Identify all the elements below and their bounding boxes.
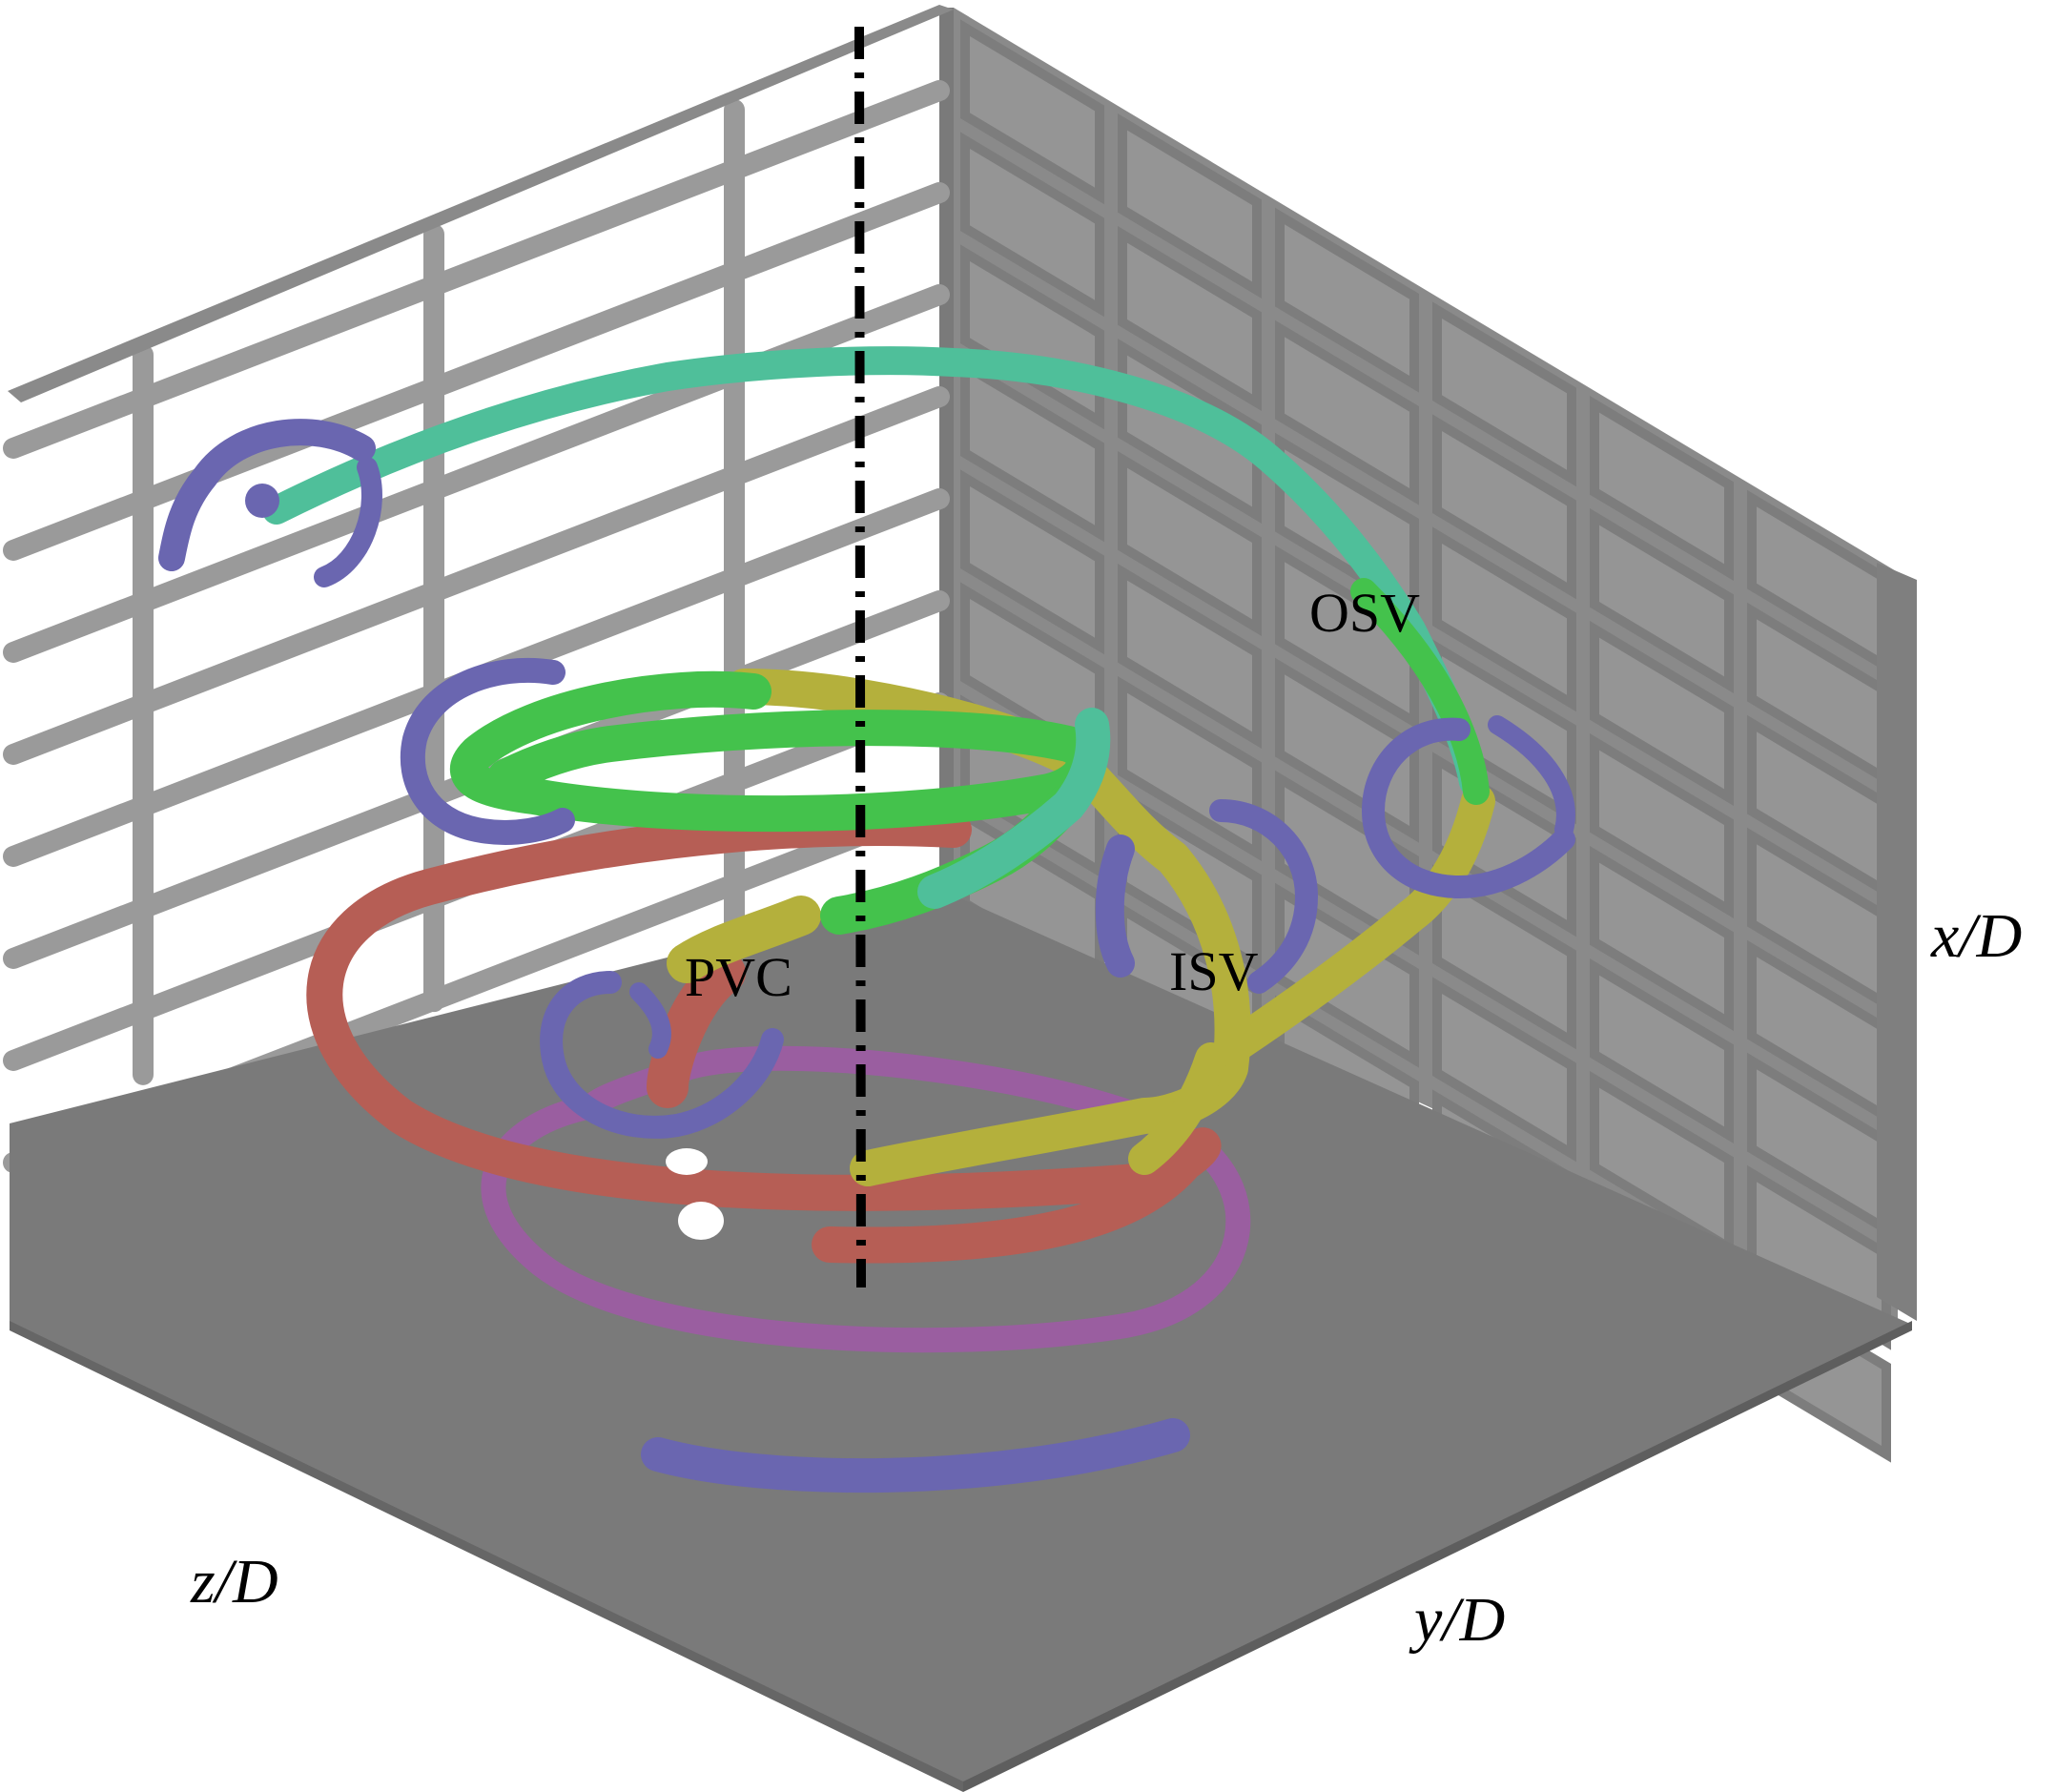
blue-ring-lower-left-b: [629, 982, 671, 1059]
right-wall-panel: [1590, 958, 1734, 1143]
right-wall-panel: [960, 469, 1104, 655]
left-wall-grid-line: [3, 386, 950, 765]
label-osv: OSV: [1309, 582, 1420, 644]
label-isv: ISV: [1169, 940, 1259, 1002]
blue-ring-lower-left: [540, 971, 784, 1139]
right-wall-panel: [1432, 301, 1576, 487]
blue-ring-osv: [1362, 717, 1575, 898]
right-wall-panel: [1432, 977, 1576, 1163]
green-inner-loop: [450, 670, 1103, 833]
olive-isv-lower: [1128, 1042, 1227, 1175]
right-wall-panel: [960, 357, 1104, 543]
blue-blob-upper-left: [245, 484, 279, 518]
blue-ring-upper-left: [158, 419, 376, 571]
olive-isv-branch: [1213, 784, 1495, 1066]
right-wall-panel: [1118, 451, 1262, 636]
green-osv-segment: [1350, 578, 1490, 805]
right-wall-panel: [1118, 564, 1262, 749]
right-wall-panel: [1432, 864, 1576, 1050]
right-wall-panel: [960, 19, 1104, 205]
right-wall-panel: [1432, 414, 1576, 600]
right-wall-panel: [1590, 508, 1734, 693]
blue-ring-middle-left: [400, 657, 575, 845]
right-wall-panel: [1275, 207, 1419, 393]
blue-ring-osv-b: [1488, 715, 1575, 839]
right-wall-panel: [1590, 733, 1734, 918]
blue-blob-isv: [1095, 834, 1135, 978]
swirler-axis-line: [854, 26, 866, 1288]
blue-ring-upper-left-b: [314, 457, 382, 587]
right-wall-panel: [1590, 396, 1734, 581]
white-bubble-bottom: [678, 1202, 724, 1240]
magenta-helix: [481, 1045, 1251, 1353]
axis-label-x: x/D: [1930, 901, 2022, 971]
right-wall: [939, 8, 1917, 1463]
right-wall-panel: [1118, 226, 1262, 411]
axis-label-z: z/D: [190, 1547, 278, 1617]
blue-bottom-streak: [641, 1418, 1190, 1493]
right-wall-grid: [960, 19, 1891, 1463]
label-pvc: PVC: [685, 946, 792, 1008]
right-wall-panel: [1590, 621, 1734, 806]
red-helix: [306, 810, 1222, 1264]
left-wall-grid-line: [3, 80, 950, 459]
white-bubble-top: [666, 1148, 708, 1175]
axis-label-y: y/D: [1409, 1585, 1505, 1655]
teal-pvc-segment: [917, 708, 1111, 909]
left-wall-grid-line: [3, 182, 950, 561]
blue-ring-isv: [1209, 799, 1318, 994]
right-wall-panel: [960, 132, 1104, 318]
right-wall-panel: [1432, 526, 1576, 712]
vortex-structures: [158, 346, 1575, 1493]
olive-pvc-segment: [667, 896, 821, 983]
right-wall-panel: [1275, 319, 1419, 505]
right-wall-panel: [1590, 846, 1734, 1031]
right-wall-panel: [1118, 113, 1262, 299]
red-helix-inner: [647, 952, 746, 1108]
